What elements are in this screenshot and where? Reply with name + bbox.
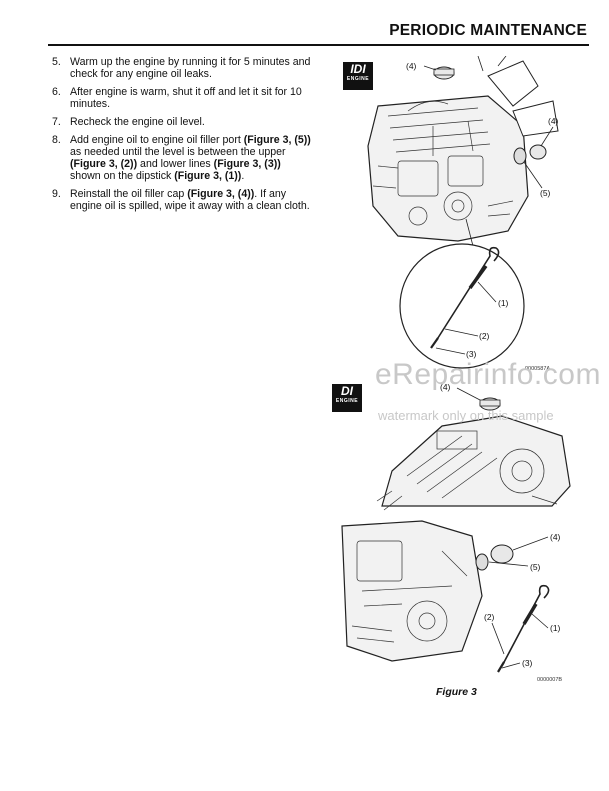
step-text-part: Reinstall the oil filler cap: [70, 188, 188, 200]
figure-reference: (Figure 3, (4)): [187, 188, 255, 200]
figure-reference: (Figure 3, (5)): [243, 134, 311, 146]
callout-4-side: (4): [548, 116, 559, 126]
step-number: 8.: [52, 134, 61, 146]
idi-engine-badge: IDI ENGINE: [343, 62, 373, 90]
page-section-title: PERIODIC MAINTENANCE: [389, 22, 587, 39]
step-number: 5.: [52, 56, 61, 68]
step-text-part: .: [241, 170, 245, 182]
callout-3-top: (3): [466, 349, 477, 359]
watermark-site: eRepairinfo.com: [375, 358, 601, 391]
figure-code-a: 0000587A: [525, 366, 550, 372]
callout-3-di: (3): [522, 658, 533, 668]
step-item: 8. Add engine oil to engine oil filler po…: [52, 134, 314, 182]
step-text: Reinstall the oil filler cap (Figure 3, …: [70, 188, 314, 212]
callout-1-top: (1): [498, 298, 509, 308]
figure-code-b: 0000007B: [537, 677, 562, 683]
step-text-part: After engine is warm, shut it off and le…: [70, 86, 302, 110]
step-text-part: Add engine oil to engine oil filler port: [70, 134, 244, 146]
step-number: 7.: [52, 116, 61, 128]
callout-5-di: (5): [530, 562, 541, 572]
step-text: Warm up the engine by running it for 5 m…: [70, 56, 314, 80]
di-engine-badge: DI ENGINE: [332, 384, 362, 412]
figure-reference: (Figure 3, (2)): [70, 158, 138, 170]
step-number: 9.: [52, 188, 61, 200]
figure-idi-engine: (4) (4) (5) (1) (2) (3) 0000587A IDI ENG…: [338, 56, 578, 372]
figure-reference: (Figure 3, (1)): [174, 170, 242, 182]
idi-badge-text: IDI: [350, 62, 366, 76]
di-engine-illustration: (4) (4) (5) (1) (2) (3) 0000007B: [341, 382, 572, 683]
idi-badge-sub: ENGINE: [346, 76, 370, 82]
step-text-part: shown on the dipstick: [70, 170, 175, 182]
figure-reference: (Figure 3, (3)): [213, 158, 281, 170]
di-badge-sub: ENGINE: [335, 398, 359, 404]
callout-1-di: (1): [550, 623, 561, 633]
figure-caption: Figure 3: [436, 686, 477, 698]
procedure-steps: 5. Warm up the engine by running it for 5…: [52, 56, 314, 218]
step-text-part: . If any engine oil is spilled, wipe it …: [70, 188, 310, 212]
step-text-part: Warm up the engine by running it for 5 m…: [70, 56, 311, 80]
callout-5: (5): [540, 188, 551, 198]
step-item: 6. After engine is warm, shut it off and …: [52, 86, 314, 110]
step-text: Add engine oil to engine oil filler port…: [70, 134, 314, 182]
di-badge-text: DI: [341, 384, 353, 398]
step-text: After engine is warm, shut it off and le…: [70, 86, 314, 110]
step-item: 5. Warm up the engine by running it for 5…: [52, 56, 314, 80]
step-text-part: and lower lines: [137, 158, 214, 170]
callout-4-di-lower: (4): [550, 532, 561, 542]
header-divider: [48, 44, 589, 46]
step-item: 9. Reinstall the oil filler cap (Figure 3…: [52, 188, 314, 212]
watermark-note: watermark only on this sample: [378, 408, 554, 423]
callout-2-di: (2): [484, 612, 495, 622]
step-text-part: as needed until the level is between the…: [70, 146, 286, 158]
step-text: Recheck the engine oil level.: [70, 116, 314, 128]
idi-engine-illustration: (4) (4) (5) (1) (2) (3) 0000587A: [367, 56, 559, 372]
callout-4-di-upper: (4): [440, 382, 451, 392]
step-text-part: Recheck the engine oil level.: [70, 116, 205, 128]
callout-4-top: (4): [406, 61, 417, 71]
step-item: 7. Recheck the engine oil level.: [52, 116, 314, 128]
step-number: 6.: [52, 86, 61, 98]
figure-di-engine: (4) (4) (5) (1) (2) (3) 0000007B DI ENGI…: [332, 376, 577, 686]
callout-2-top: (2): [479, 331, 490, 341]
